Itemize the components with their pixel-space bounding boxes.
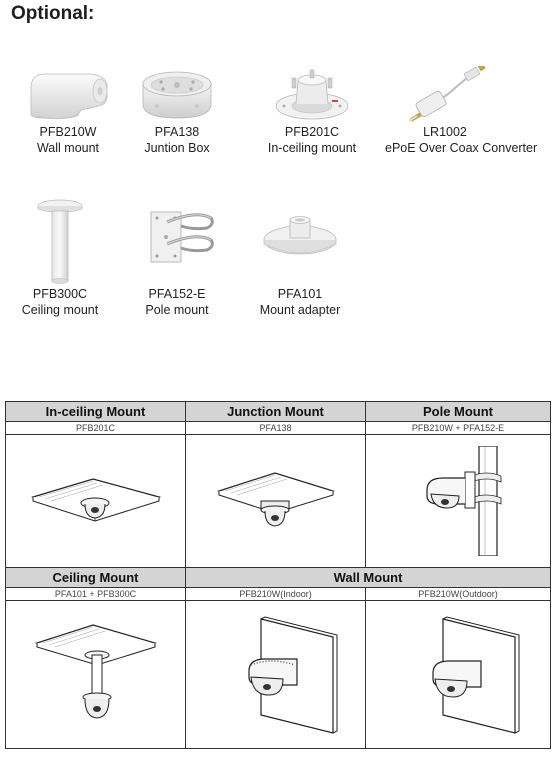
accessory-pfa152e: PFA152-E Pole mount [117, 196, 237, 318]
accessory-lr1002: LR1002 ePoE Over Coax Converter [385, 66, 538, 156]
accessory-pfa138: PFA138 Juntion Box [117, 66, 237, 156]
accessory-desc: Mount adapter [259, 303, 341, 317]
accessory-code: PFA152-E [148, 287, 206, 301]
mount-illustration-cell [185, 434, 366, 568]
wall-outdoor-install-icon [432, 615, 520, 734]
pole-install-icon [426, 446, 502, 556]
wall-indoor-install-icon [247, 615, 337, 734]
accessory-code: PFB300C [32, 287, 88, 301]
accessory-code: LR1002 [423, 125, 467, 139]
accessory-code: PFA138 [154, 125, 200, 139]
mount-header: Wall Mount [185, 567, 551, 588]
mount-subheader: PFB210W(Outdoor) [365, 587, 551, 601]
accessory-code: PFB210W [39, 125, 97, 139]
accessory-desc: Pole mount [145, 303, 209, 317]
mount-header: Ceiling Mount [5, 567, 186, 588]
mount-illustration-cell [365, 600, 551, 749]
accessory-pfb201c: PFB201C In-ceiling mount [252, 66, 372, 156]
mount-subheader: PFB210W + PFA152-E [365, 421, 551, 435]
ceiling-mount-icon [37, 199, 83, 284]
mount-illustration-cell [5, 600, 186, 749]
mount-adapter-icon [263, 216, 337, 255]
mount-subheader: PFB201C [5, 421, 186, 435]
accessory-desc: ePoE Over Coax Converter [385, 141, 538, 155]
mount-table: In-ceiling Mount Junction Mount Pole Mou… [5, 401, 551, 749]
mount-header: Pole Mount [365, 401, 551, 422]
accessory-pfa101: PFA101 Mount adapter [240, 196, 360, 318]
in-ceiling-install-icon [30, 478, 161, 522]
junction-install-icon [216, 472, 335, 527]
mount-subheader: PFA138 [185, 421, 366, 435]
accessory-pfb210w: PFB210W Wall mount [8, 66, 128, 156]
converter-icon [408, 66, 486, 122]
mount-header: Junction Mount [185, 401, 366, 422]
accessory-desc: Wall mount [36, 141, 100, 155]
page-title: Optional: [11, 3, 95, 24]
mount-header: In-ceiling Mount [5, 401, 186, 422]
in-ceiling-mount-icon [275, 69, 349, 120]
junction-box-icon [142, 71, 212, 119]
wall-mount-icon [30, 73, 108, 120]
mount-illustration-cell [185, 600, 366, 749]
accessory-desc: In-ceiling mount [267, 141, 357, 155]
accessory-code: PFB201C [284, 125, 340, 139]
accessory-code: PFA101 [277, 287, 323, 301]
mount-illustration-cell [365, 434, 551, 568]
mount-illustration-cell [5, 434, 186, 568]
mount-subheader: PFA101 + PFB300C [5, 587, 186, 601]
ceiling-install-icon [34, 623, 157, 719]
accessory-desc: Ceiling mount [21, 303, 99, 317]
accessory-pfb300c: PFB300C Ceiling mount [0, 196, 120, 318]
mount-subheader: PFB210W(Indoor) [185, 587, 366, 601]
accessory-desc: Juntion Box [144, 141, 210, 155]
pole-mount-icon [150, 211, 214, 263]
